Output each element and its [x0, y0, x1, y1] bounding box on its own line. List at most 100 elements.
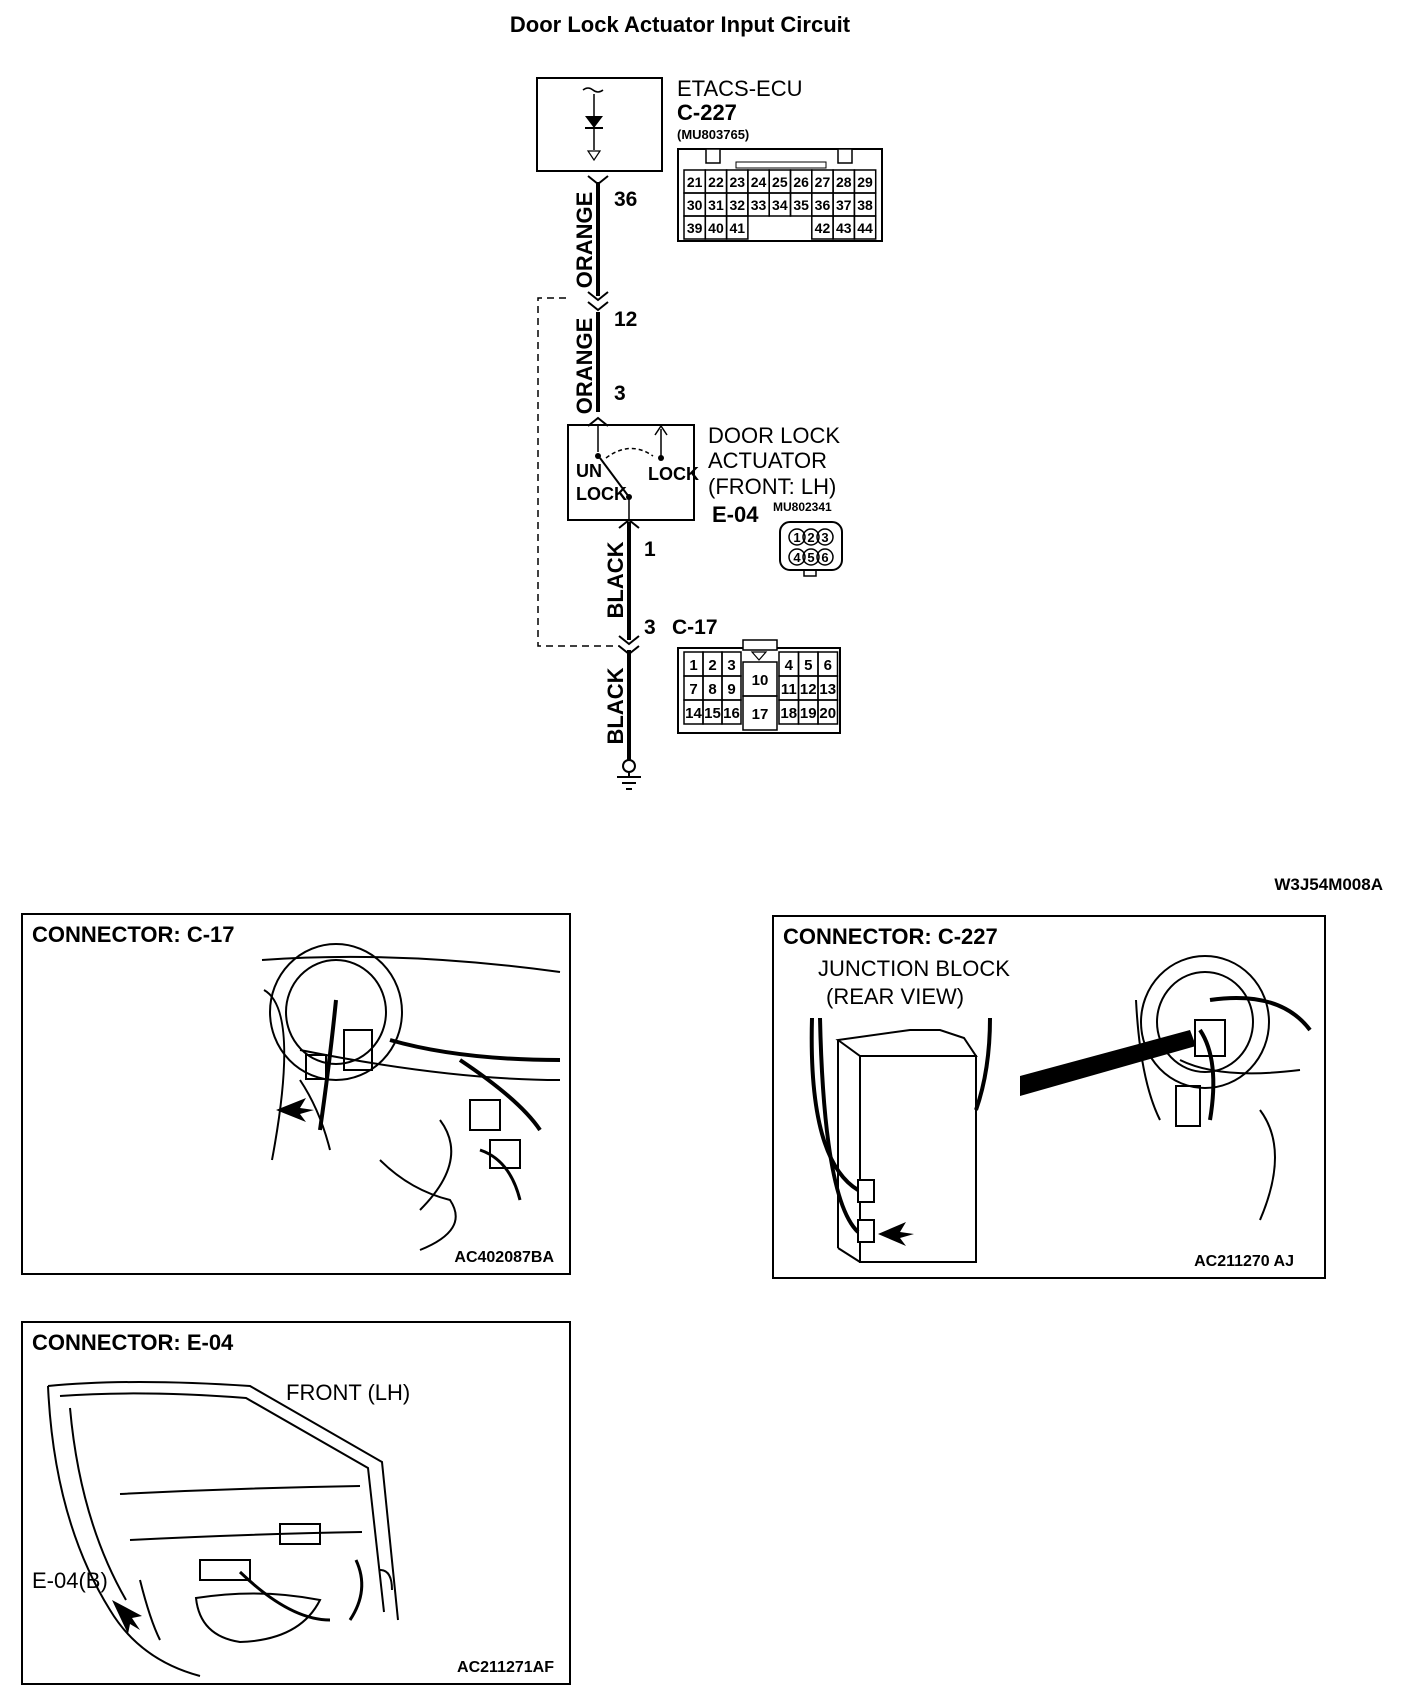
- c17-pin-15: 15: [704, 705, 721, 722]
- c17-pin-9: 9: [727, 681, 735, 698]
- c17-pin-11: 11: [781, 681, 797, 698]
- c227-pin-21: 21: [687, 174, 703, 190]
- door-lock-actuator-block: [567, 424, 695, 521]
- c227-pin-26: 26: [793, 174, 809, 190]
- etacs-ecu-block: [536, 77, 663, 172]
- ecu-part-number: (MU803765): [677, 127, 749, 142]
- panel-c17-title: CONNECTOR: C-17: [32, 922, 235, 947]
- panel-c227: CONNECTOR: C-227 JUNCTION BLOCK (REAR VI…: [772, 915, 1326, 1279]
- e04-pin-cell: [816, 528, 834, 546]
- page-title: Door Lock Actuator Input Circuit: [510, 12, 851, 37]
- c227-pin-25: 25: [772, 174, 788, 190]
- c227-pin-44: 44: [857, 220, 873, 236]
- c227-pin-28: 28: [836, 174, 852, 190]
- arrow-icon: [112, 1600, 142, 1634]
- actuator-switch-icon: [599, 457, 630, 498]
- panel-e04-title: CONNECTOR: E-04: [32, 1330, 234, 1355]
- c17-pin-20: 20: [819, 705, 836, 722]
- pointer-wedge-icon: [1020, 1030, 1196, 1096]
- actuator-name-line2: ACTUATOR: [708, 448, 827, 473]
- unlock-label-line2: LOCK: [576, 484, 627, 504]
- door-illustration: [47, 1381, 399, 1677]
- actuator-part-number: MU802341: [773, 500, 832, 514]
- c227-pin-32: 32: [729, 197, 745, 213]
- wire-color-low: BLACK: [603, 541, 628, 618]
- c17-connector-id: C-17: [672, 616, 718, 639]
- diode-icon: [585, 116, 603, 128]
- e04-pin-cell: [802, 548, 820, 566]
- c227-pin-36: 36: [815, 197, 831, 213]
- c227-pin-34: 34: [772, 197, 788, 213]
- c17-pin-cell: [817, 699, 839, 725]
- c227-pin-22: 22: [708, 174, 724, 190]
- c227-pin-cell: [853, 215, 877, 240]
- c17-pin-17: 17: [752, 706, 769, 723]
- panel-e04: CONNECTOR: E-04 FRONT (LH) E-04(B) AC211…: [21, 1321, 571, 1685]
- panel-e04-callout: E-04(B): [32, 1568, 108, 1593]
- c227-pin-cell: [725, 215, 749, 240]
- panel-e04-code: AC211271AF: [457, 1659, 554, 1676]
- c227-pin-38: 38: [857, 197, 873, 213]
- inline-connector-bracket: [537, 297, 620, 647]
- c227-pin-30: 30: [687, 197, 703, 213]
- c17-pin-2: 2: [708, 657, 716, 674]
- c17-pin-4: 4: [785, 657, 794, 674]
- c227-pin-33: 33: [751, 197, 767, 213]
- junction-block-illustration: [809, 955, 1312, 1263]
- e04-pin-cell: [802, 528, 820, 546]
- wire-color-mid: ORANGE: [572, 318, 597, 415]
- pin-ground-connector: 3: [644, 616, 656, 639]
- c17-pin-5: 5: [804, 657, 812, 674]
- panel-c227-code: AC211270 AJ: [1194, 1253, 1294, 1270]
- e04-pin-2: 2: [807, 530, 814, 545]
- c227-pin-35: 35: [793, 197, 809, 213]
- c17-pin-13: 13: [819, 681, 836, 698]
- panel-c227-subtitle1: JUNCTION BLOCK: [818, 956, 1010, 981]
- c17-pin-10: 10: [752, 672, 769, 689]
- c17-pin-3: 3: [727, 657, 735, 674]
- c227-pin-43: 43: [836, 220, 852, 236]
- ecu-name: ETACS-ECU: [677, 76, 803, 101]
- c17-pin-8: 8: [708, 681, 716, 698]
- c227-pin-39: 39: [687, 220, 703, 236]
- c17-pin-16: 16: [723, 705, 740, 722]
- ecu-connector-id: C-227: [677, 100, 737, 125]
- panel-e04-subtitle: FRONT (LH): [286, 1380, 410, 1405]
- e04-pin-4: 4: [793, 550, 801, 565]
- e04-pin-cell: [788, 528, 806, 546]
- actuator-connector-id: E-04: [712, 502, 759, 527]
- c227-pin-29: 29: [857, 174, 873, 190]
- diagram-code: W3J54M008A: [1274, 875, 1383, 894]
- panel-c17-code: AC402087BA: [454, 1249, 554, 1266]
- panel-c17: CONNECTOR: C-17 AC402087BA: [21, 913, 571, 1275]
- harness-wire: [587, 175, 641, 790]
- c227-pin-24: 24: [751, 174, 767, 190]
- c227-pin-37: 37: [836, 197, 852, 213]
- panel-c227-subtitle2: (REAR VIEW): [826, 984, 964, 1009]
- pin-inline-top: 12: [614, 308, 637, 331]
- c17-pin-14: 14: [685, 705, 702, 722]
- c17-pin-7: 7: [689, 681, 697, 698]
- c17-pin-18: 18: [780, 705, 797, 722]
- c17-pin-19: 19: [800, 705, 817, 722]
- unlock-label-line1: UN: [576, 461, 602, 481]
- lock-label: LOCK: [648, 464, 699, 484]
- actuator-name-line3: (FRONT: LH): [708, 474, 836, 499]
- wire-color-top: ORANGE: [572, 192, 597, 289]
- c17-pin-6: 6: [824, 657, 832, 674]
- e04-pin-5: 5: [807, 550, 814, 565]
- pin-actuator-out: 1: [644, 538, 656, 561]
- pin-ecu-out: 36: [614, 188, 637, 211]
- arrow-icon: [276, 1098, 314, 1122]
- actuator-name-line1: DOOR LOCK: [708, 423, 840, 448]
- c227-pin-41: 41: [729, 220, 745, 236]
- c17-pin-1: 1: [689, 657, 697, 674]
- pin-actuator-in: 3: [614, 382, 626, 405]
- arrow-icon: [878, 1222, 914, 1246]
